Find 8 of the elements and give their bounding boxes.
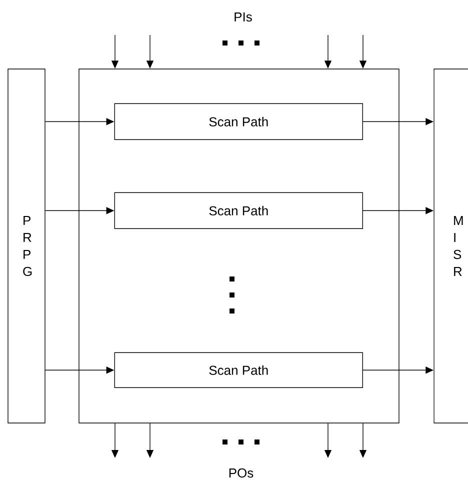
signal-label: POs	[229, 468, 254, 478]
circuit-box	[78, 68, 400, 424]
scan-path-box: Scan Path	[114, 192, 363, 229]
signal-label: PIs	[234, 12, 252, 22]
scan-path-box: Scan Path	[114, 103, 363, 140]
scan-path-box: Scan Path	[114, 352, 363, 388]
register-box: P R P G	[8, 68, 46, 424]
register-box: M I S R	[434, 68, 468, 424]
